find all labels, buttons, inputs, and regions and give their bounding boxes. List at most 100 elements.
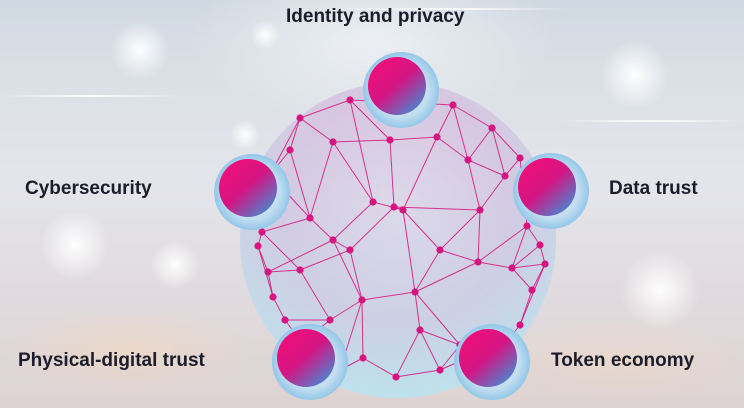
network-node: [386, 136, 394, 144]
network-edge: [361, 291, 416, 301]
network-node: [433, 133, 441, 141]
network-edge: [299, 249, 351, 271]
node-core: [368, 57, 426, 115]
network-edge: [414, 291, 461, 346]
network-edge: [419, 329, 461, 346]
central-sphere-highlight: [240, 82, 556, 398]
network-edge: [439, 249, 479, 263]
network-edge: [467, 127, 493, 161]
network-edge: [477, 225, 528, 263]
network-edge: [332, 201, 374, 241]
network-node: [359, 354, 367, 362]
network-edge: [393, 206, 481, 211]
light-glint: [230, 120, 260, 150]
network-edge: [402, 209, 416, 293]
node-core: [459, 329, 517, 387]
network-node: [541, 260, 549, 268]
network-edge: [511, 225, 528, 269]
network-edge: [361, 299, 364, 359]
network-node: [516, 321, 524, 329]
network-edge: [329, 299, 363, 321]
node-identity-and-privacy[interactable]: [363, 52, 439, 128]
light-glint: [620, 250, 700, 330]
network-node: [296, 114, 304, 122]
light-glint: [110, 20, 170, 80]
network-edge: [309, 141, 334, 219]
network-edge: [362, 357, 397, 378]
network-node: [508, 264, 516, 272]
network-edge: [349, 99, 374, 203]
network-edge: [452, 104, 493, 129]
light-glint: [250, 20, 280, 50]
network-node: [436, 246, 444, 254]
network-edge: [272, 296, 286, 321]
label-cybersecurity: Cybersecurity: [25, 178, 152, 199]
network-node: [488, 124, 496, 132]
network-node: [501, 172, 509, 180]
network-node: [329, 138, 337, 146]
network-node: [436, 366, 444, 374]
network-edge: [309, 217, 334, 241]
network-node: [399, 206, 407, 214]
network-node: [449, 101, 457, 109]
network-edge: [349, 249, 363, 301]
network-node: [528, 286, 536, 294]
label-data-trust: Data trust: [609, 178, 698, 199]
network-edge: [526, 225, 541, 246]
network-node: [326, 316, 334, 324]
network-node: [286, 146, 294, 154]
network-edge: [436, 104, 454, 138]
network-node: [296, 266, 304, 274]
label-token-economy: Token economy: [551, 350, 695, 371]
network-node: [369, 198, 377, 206]
network-edge: [299, 269, 331, 321]
network-edge: [414, 291, 421, 331]
network-edge: [261, 231, 301, 271]
node-physical-digital-trust[interactable]: [272, 324, 348, 400]
network-node: [281, 316, 289, 324]
network-node: [474, 258, 482, 266]
network-edge: [402, 209, 441, 251]
node-core: [518, 158, 576, 216]
node-cybersecurity[interactable]: [214, 154, 290, 230]
network-edge: [289, 149, 311, 219]
network-edge: [414, 261, 479, 293]
network-edge: [436, 136, 469, 161]
label-physical-digital-trust: Physical-digital trust: [18, 350, 205, 371]
light-streak: [330, 8, 570, 10]
network-edge: [332, 139, 391, 143]
network-edge: [511, 263, 546, 269]
network-node: [346, 96, 354, 104]
network-node: [358, 296, 366, 304]
network-edge: [491, 127, 506, 177]
network-node: [258, 228, 266, 236]
network-node: [536, 241, 544, 249]
network-edge: [511, 244, 541, 269]
network-edge: [439, 209, 481, 251]
network-edge: [389, 136, 438, 141]
light-glint: [40, 210, 110, 280]
light-glint: [600, 40, 670, 110]
node-data-trust[interactable]: [513, 153, 589, 229]
node-token-economy[interactable]: [454, 324, 530, 400]
network-node: [264, 268, 272, 276]
network-node: [346, 246, 354, 254]
network-node: [476, 206, 484, 214]
network-edge: [402, 136, 438, 211]
network-edge: [491, 127, 521, 159]
network-edge: [289, 117, 301, 151]
network-edge: [467, 159, 481, 211]
label-identity-and-privacy: Identity and privacy: [286, 6, 465, 27]
network-edge: [332, 239, 363, 301]
network-node: [416, 326, 424, 334]
network-edge: [395, 369, 441, 378]
network-node: [392, 373, 400, 381]
network-node: [269, 293, 277, 301]
network-edge: [452, 104, 469, 161]
network-node: [306, 214, 314, 222]
network-node: [464, 156, 472, 164]
network-edge: [477, 261, 513, 269]
light-streak: [0, 95, 180, 97]
network-node: [254, 242, 262, 250]
